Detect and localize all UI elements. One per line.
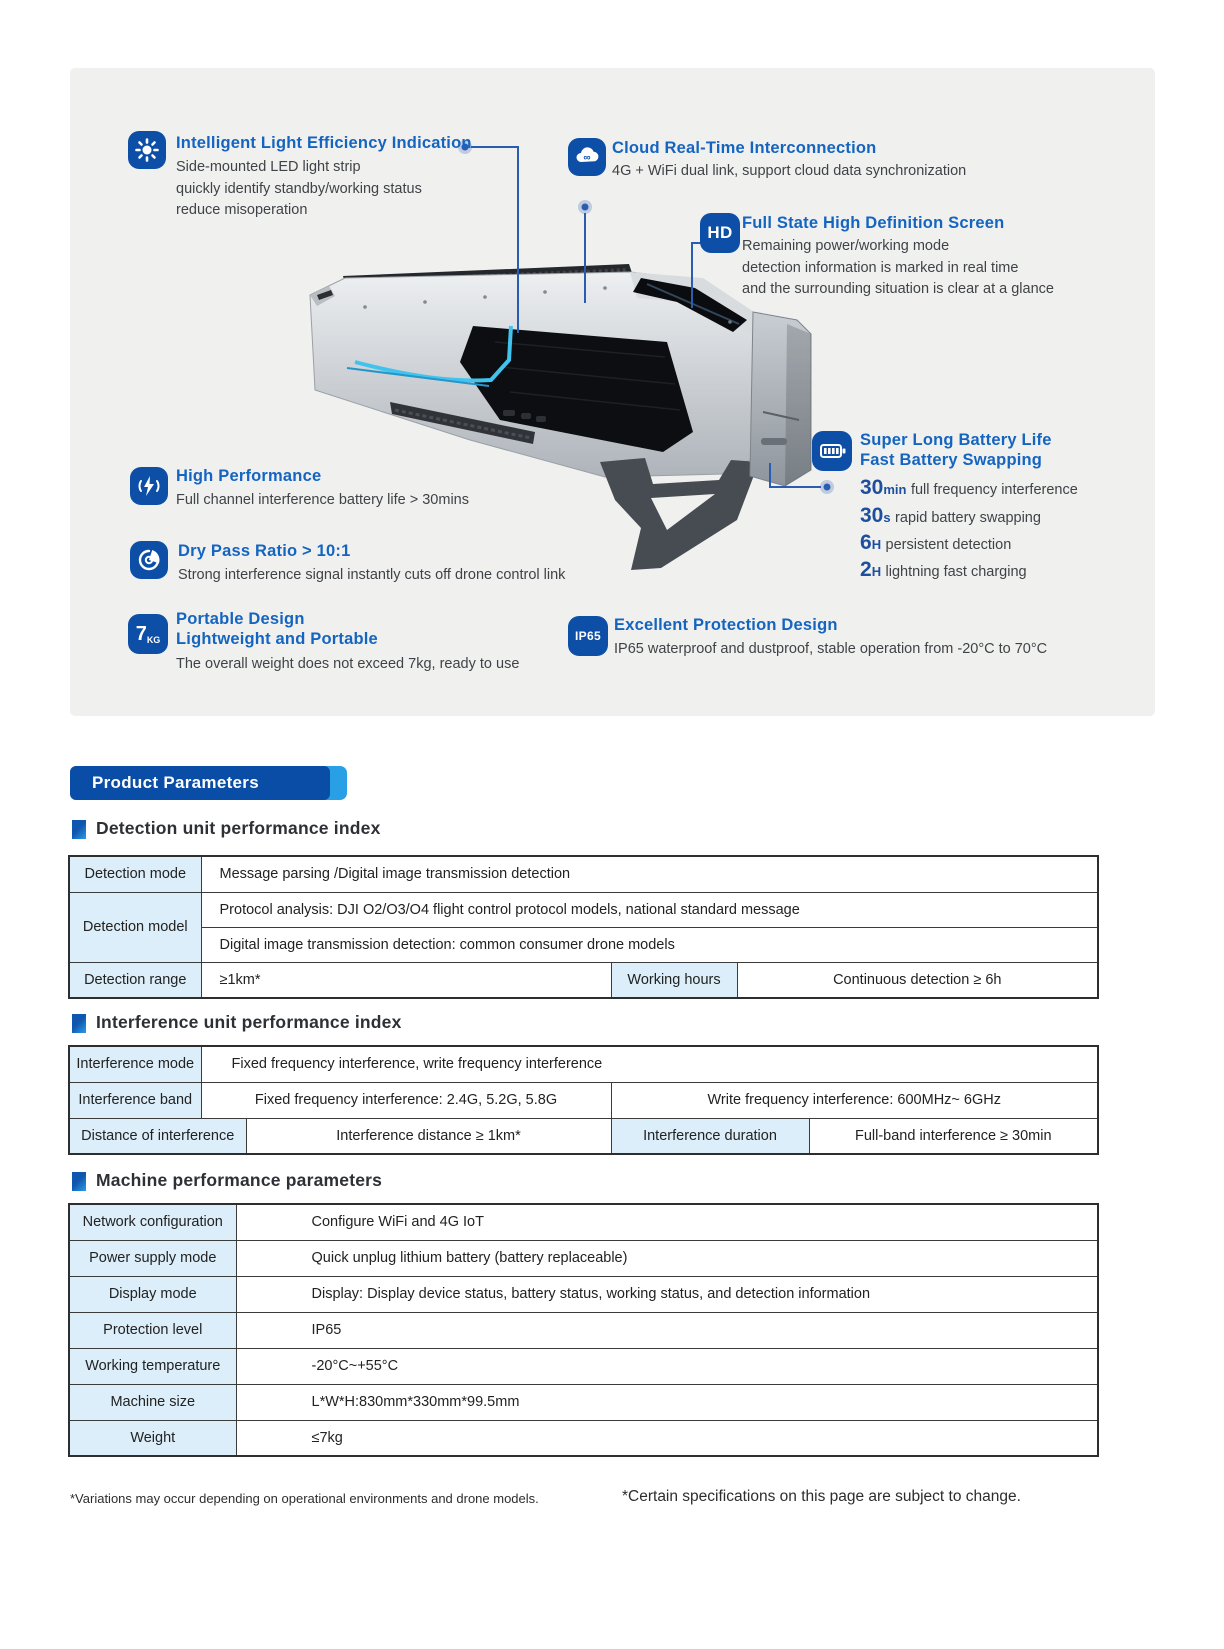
banner-label: Product Parameters (70, 766, 330, 800)
feature-drypass-desc: Strong interference signal instantly cut… (178, 567, 566, 583)
table-row: Power supply mode Quick unplug lithium b… (68, 1239, 1099, 1277)
device-grip (600, 458, 759, 570)
device-vent-panel (460, 326, 693, 452)
battery-stat: 6H persistent detection (860, 531, 1012, 554)
feature-battery-title: Super Long Battery Life Fast Battery Swa… (860, 431, 1052, 469)
feature-portable-title: Portable Design Lightweight and Portable (176, 610, 378, 648)
feature-drypass-title: Dry Pass Ratio > 10:1 (178, 542, 351, 560)
table-row: Working temperature -20°C~+55°C (68, 1347, 1099, 1385)
battery-stat: 2H lightning fast charging (860, 558, 1027, 581)
table-row: Interference band Fixed frequency interf… (68, 1081, 1099, 1119)
feature-light-title: Intelligent Light Efficiency Indication (176, 134, 472, 152)
device-led-strip (354, 325, 513, 383)
detection-table: Detection mode Message parsing /Digital … (68, 855, 1100, 999)
footnote-variations: *Variations may occur depending on opera… (70, 1491, 539, 1506)
section-bullet-icon (72, 820, 86, 839)
svg-text:∞: ∞ (583, 153, 590, 164)
feature-hd-desc: Remaining power/working mode detection i… (742, 238, 1054, 297)
table-row: Detection mode Message parsing /Digital … (68, 855, 1099, 893)
machine-table: Network configuration Configure WiFi and… (68, 1203, 1099, 1457)
lightning-signal-icon (130, 467, 168, 505)
detection-section-heading: Detection unit performance index (96, 818, 381, 838)
device-screen (633, 278, 747, 332)
feature-protection-title: Excellent Protection Design (614, 616, 838, 634)
sun-icon (128, 131, 166, 169)
table-row: Network configuration Configure WiFi and… (68, 1203, 1099, 1241)
table-row: Digital image transmission detection: co… (69, 926, 1099, 963)
battery-stat: 30min full frequency interference (860, 476, 1078, 499)
feature-cloud-desc: 4G + WiFi dual link, support cloud data … (612, 163, 967, 179)
machine-section-heading: Machine performance parameters (96, 1170, 383, 1190)
table-row: Protection level IP65 (68, 1311, 1099, 1349)
device-illustration (309, 264, 812, 570)
hd-screen-icon: HD (700, 213, 740, 253)
table-row: Interference mode Fixed frequency interf… (68, 1045, 1099, 1083)
feature-protection-desc: IP65 waterproof and dustproof, stable op… (614, 641, 1048, 657)
section-bullet-icon (72, 1172, 86, 1191)
table-row: Distance of interference Interference di… (68, 1117, 1099, 1155)
table-row: Weight ≤7kg (68, 1419, 1099, 1457)
ip65-badge-icon: IP65 (568, 616, 608, 656)
cloud-infinity-icon: ∞ (568, 138, 606, 176)
table-row: Display mode Display: Display device sta… (68, 1275, 1099, 1313)
interference-table: Interference mode Fixed frequency interf… (68, 1045, 1099, 1155)
table-row: Detection model Protocol analysis: DJI O… (68, 891, 1099, 963)
battery-icon (812, 431, 852, 471)
feature-portable-desc: The overall weight does not exceed 7kg, … (176, 656, 520, 672)
table-row: Machine size L*W*H:830mm*330mm*99.5mm (68, 1383, 1099, 1421)
gauge-icon (130, 541, 168, 579)
interference-section-heading: Interference unit performance index (96, 1012, 402, 1032)
section-bullet-icon (72, 1014, 86, 1033)
feature-hd-title: Full State High Definition Screen (742, 214, 1005, 232)
feature-performance-desc: Full channel interference battery life >… (176, 492, 469, 508)
table-row: Detection range ≥1km* Working hours Cont… (68, 961, 1099, 999)
footnote-specifications: *Certain specifications on this page are… (622, 1488, 1021, 1505)
product-parameters-banner: Product Parameters (70, 766, 347, 800)
feature-light-desc: Side-mounted LED light strip quickly ide… (176, 159, 422, 218)
feature-cloud-title: Cloud Real-Time Interconnection (612, 139, 877, 157)
feature-performance-title: High Performance (176, 467, 322, 485)
battery-stat: 30s rapid battery swapping (860, 504, 1041, 527)
hero-panel: Intelligent Light Efficiency Indication … (70, 68, 1155, 716)
